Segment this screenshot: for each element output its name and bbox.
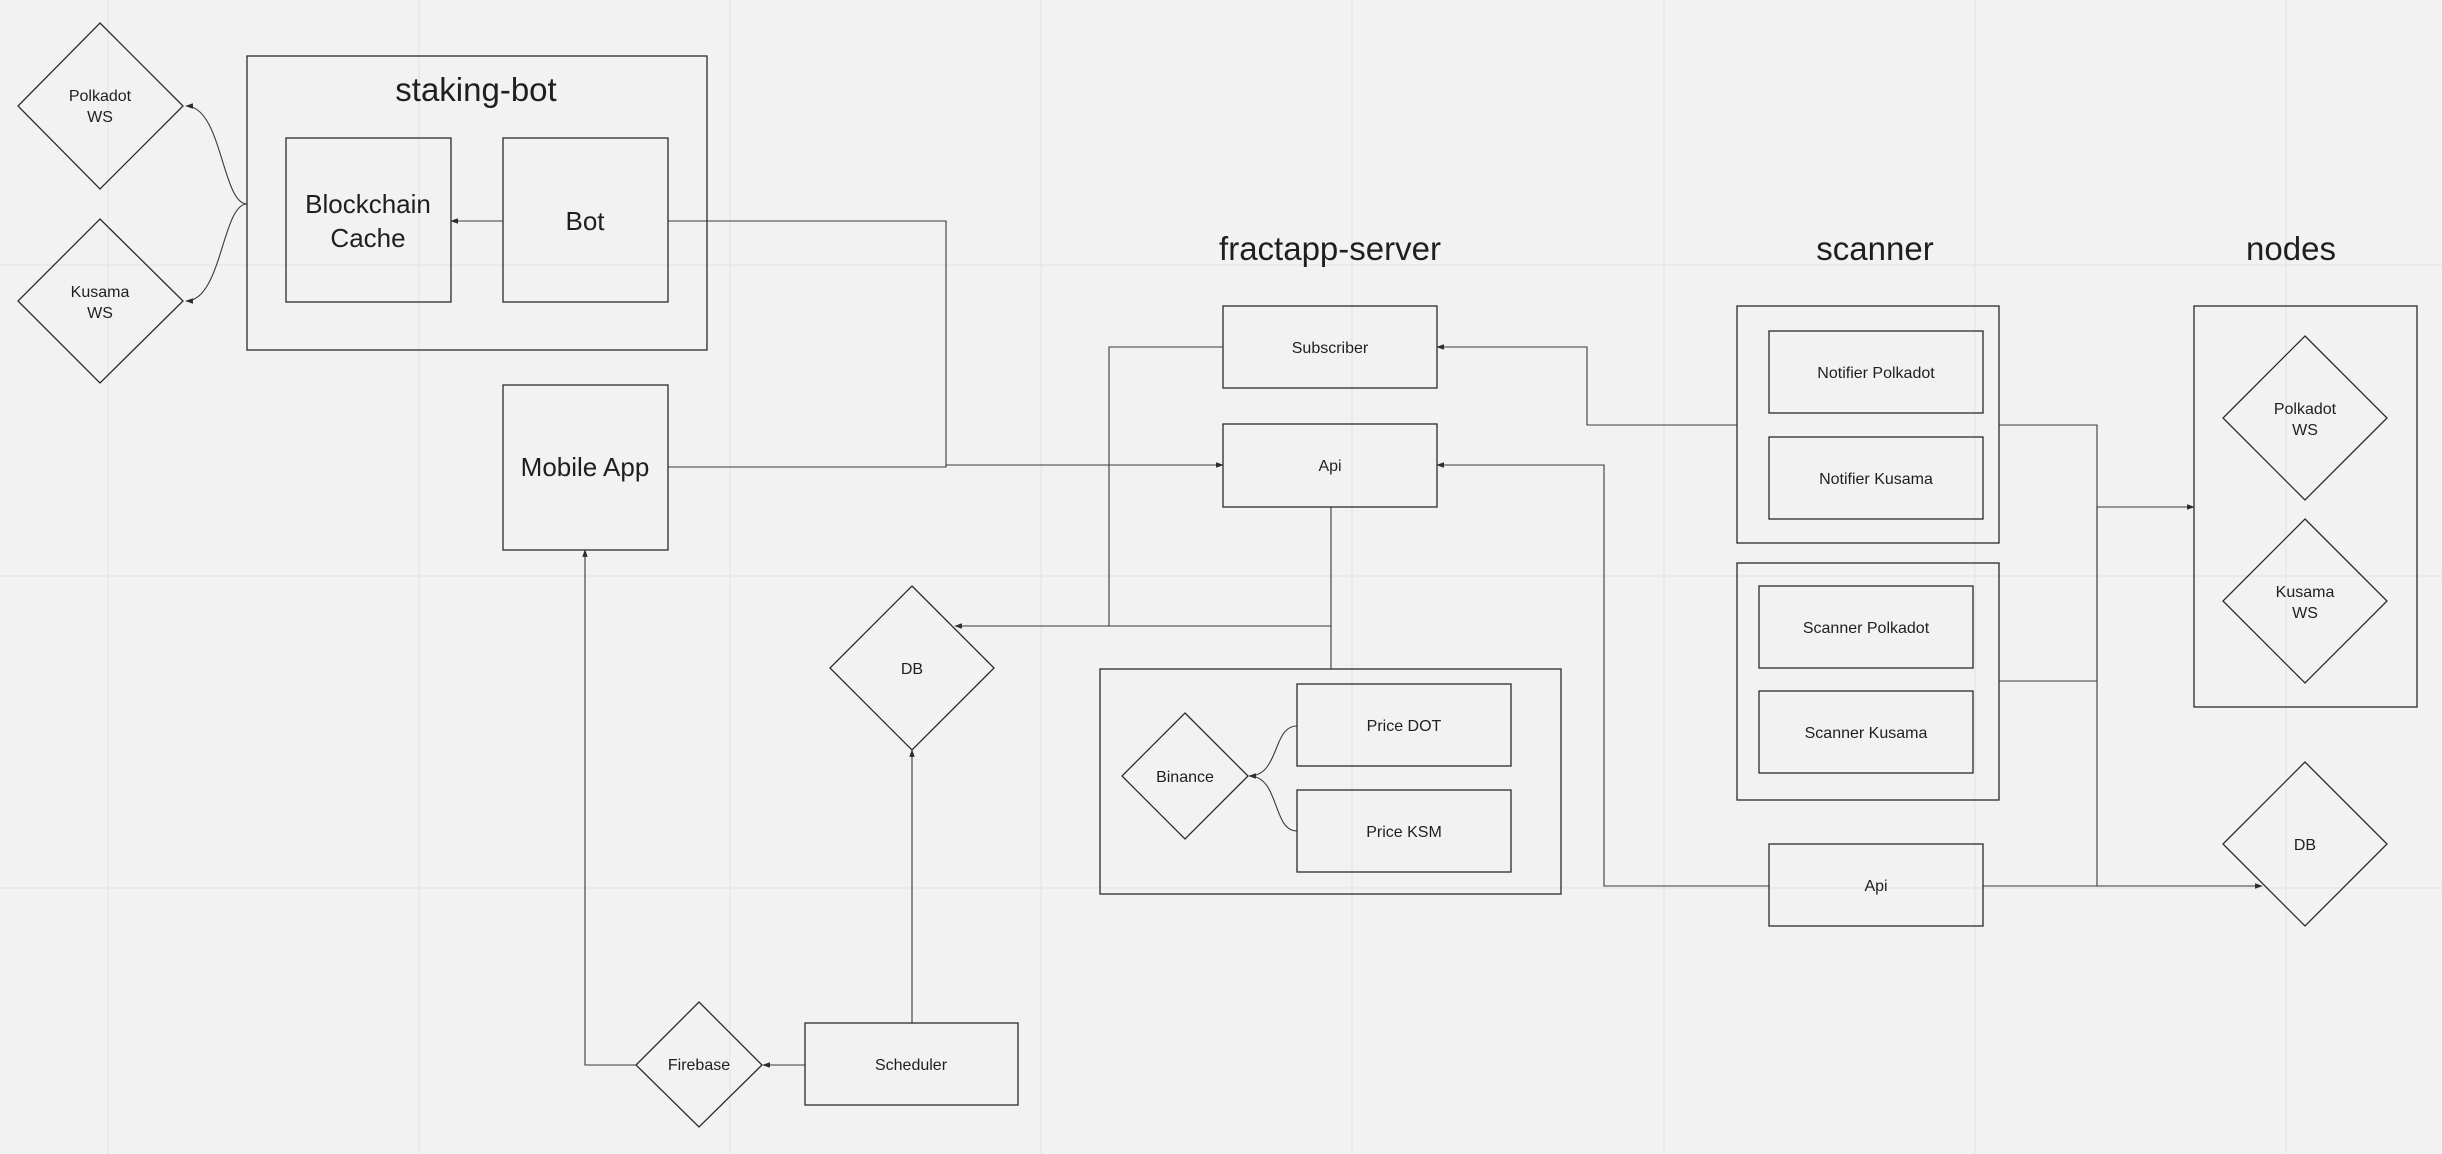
kusama-ws-label-line1: Kusama [71, 284, 130, 301]
blockchain-cache-node[interactable] [285, 137, 452, 303]
nodes-kusama-ws-node[interactable] [2222, 518, 2388, 684]
server-api-label: Api [1318, 458, 1341, 475]
notifier-polkadot-label: Notifier Polkadot [1817, 365, 1935, 382]
nodes-polkadot-ws-node[interactable] [2222, 335, 2388, 501]
scanner-kusama-node[interactable] [1758, 690, 1974, 774]
staking-bot-to-polkadot-ws-edge [185, 103, 248, 205]
kusama-ws-label-line2: WS [87, 305, 113, 322]
price-dot-to-binance-edge [1248, 725, 1298, 779]
subscriber-to-db-edge [954, 346, 1223, 629]
price-dot-node[interactable] [1296, 683, 1512, 767]
nodes-title: nodes [2246, 230, 2336, 267]
price-ksm-node[interactable] [1296, 789, 1512, 873]
scanner-title: scanner [1816, 230, 1933, 267]
polkadot-ws-node[interactable] [17, 22, 184, 190]
price-ksm-to-binance-edge [1248, 775, 1298, 832]
polkadot-ws-label-line1: Polkadot [69, 88, 132, 105]
scheduler-node[interactable] [804, 1022, 1019, 1106]
blockchain-cache-label-line2: Cache [330, 223, 405, 253]
scanner-api-to-nodes-edge [1983, 507, 2098, 887]
server-api-node[interactable] [1222, 423, 1438, 508]
api-to-db-edge [955, 507, 1332, 627]
notifier-kusama-node[interactable] [1768, 436, 1984, 520]
polkadot-ws-label-line2: WS [87, 109, 113, 126]
firebase-node[interactable] [635, 1001, 763, 1128]
kusama-ws-node[interactable] [17, 218, 184, 384]
scanner-polkadot-node[interactable] [1758, 585, 1974, 669]
db-left-label: DB [901, 661, 923, 678]
subscriber-label: Subscriber [1292, 340, 1369, 357]
blockchain-cache-label-line1: Blockchain [305, 189, 431, 219]
notifier-to-subscriber-edge [1436, 344, 1737, 426]
scanner-polkadot-label: Scanner Polkadot [1803, 620, 1930, 637]
db-left-node[interactable] [829, 585, 995, 751]
bot-label: Bot [565, 206, 605, 236]
notifier-group[interactable] [1736, 305, 2000, 544]
staking-bot-to-kusama-ws-edge [185, 203, 248, 304]
scanner-api-to-server-api-edge [1436, 462, 1769, 887]
scanner-kusama-label: Scanner Kusama [1805, 725, 1928, 742]
notifier-polkadot-node[interactable] [1768, 330, 1984, 414]
mobile-app-label: Mobile App [521, 452, 650, 482]
notifier-to-nodes-edge [1999, 424, 2098, 507]
scanner-api-node[interactable] [1768, 843, 1984, 927]
staking-bot-title: staking-bot [395, 71, 556, 108]
scanner-workers-group[interactable] [1736, 562, 2000, 801]
fractapp-server-title: fractapp-server [1219, 230, 1441, 267]
db-right-node[interactable] [2222, 761, 2388, 927]
notifier-kusama-label: Notifier Kusama [1819, 471, 1933, 488]
nodes-kusama-ws-label-line1: Kusama [2276, 584, 2335, 601]
bot-to-api-edge [668, 220, 1224, 468]
mobile-app-to-api-edge [668, 465, 947, 468]
binance-label: Binance [1156, 769, 1214, 786]
nodes-polkadot-ws-label-line1: Polkadot [2274, 401, 2337, 418]
scanner-api-label: Api [1864, 878, 1887, 895]
price-dot-label: Price DOT [1367, 718, 1442, 735]
binance-node[interactable] [1121, 712, 1249, 840]
subscriber-node[interactable] [1222, 305, 1438, 389]
price-ksm-label: Price KSM [1366, 824, 1442, 841]
mobile-app-node[interactable] [502, 384, 669, 551]
scanner-workers-to-nodes-edge [1999, 507, 2098, 682]
firebase-label: Firebase [668, 1057, 730, 1074]
nodes-group[interactable] [2193, 305, 2418, 708]
firebase-to-mobile-app-edge [582, 549, 636, 1066]
db-right-label: DB [2294, 837, 2316, 854]
bot-node[interactable] [502, 137, 669, 303]
nodes-polkadot-ws-label-line2: WS [2292, 422, 2318, 439]
scheduler-label: Scheduler [875, 1057, 948, 1074]
staking-bot-group[interactable] [246, 55, 708, 351]
nodes-kusama-ws-label-line2: WS [2292, 605, 2318, 622]
